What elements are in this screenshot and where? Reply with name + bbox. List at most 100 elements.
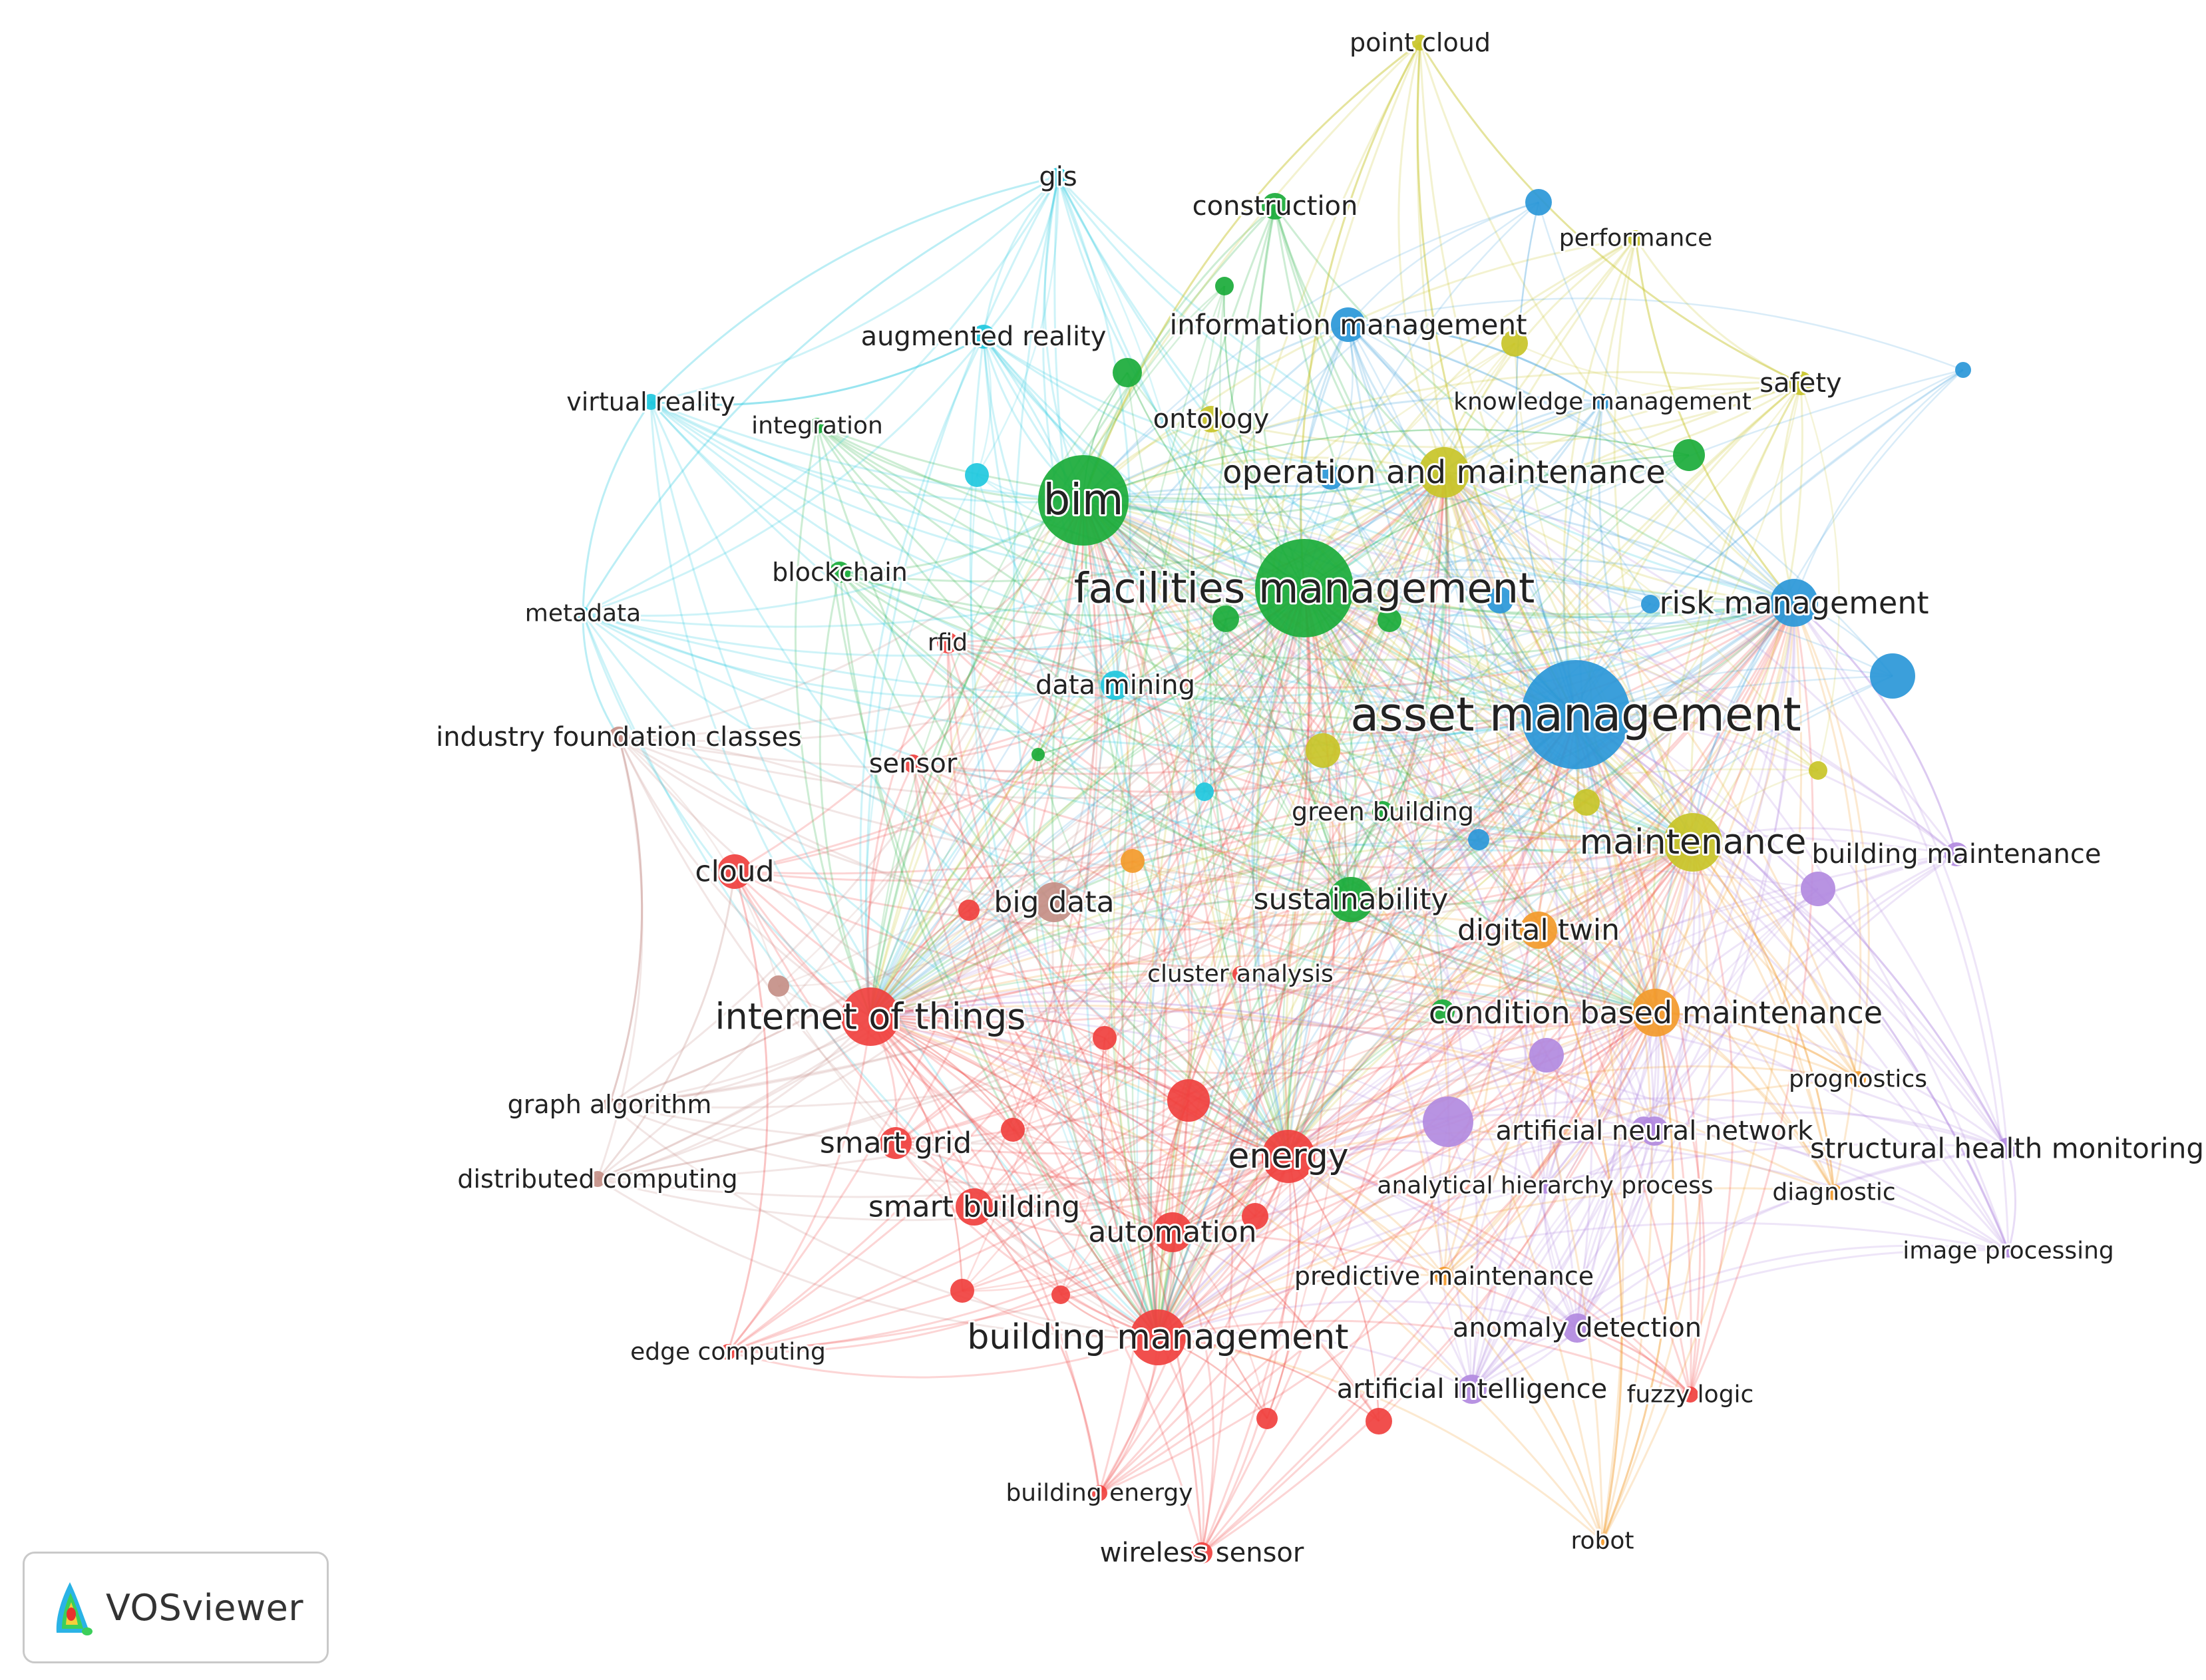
node[interactable] xyxy=(950,1279,974,1303)
node[interactable] xyxy=(1682,1387,1698,1403)
node[interactable] xyxy=(1038,455,1129,546)
node[interactable] xyxy=(1093,1026,1117,1050)
node[interactable] xyxy=(1113,358,1142,387)
node[interactable] xyxy=(904,755,922,773)
node[interactable] xyxy=(1101,671,1130,700)
node[interactable] xyxy=(1870,653,1915,699)
node[interactable] xyxy=(576,607,590,620)
node[interactable] xyxy=(1487,587,1513,613)
node[interactable] xyxy=(1563,1313,1592,1343)
node[interactable] xyxy=(1789,371,1813,395)
node[interactable] xyxy=(972,325,996,349)
node[interactable] xyxy=(603,1098,616,1111)
node[interactable] xyxy=(2002,1244,2015,1258)
node[interactable] xyxy=(1468,829,1489,850)
node[interactable] xyxy=(1212,605,1239,632)
node[interactable] xyxy=(1319,466,1343,490)
node[interactable] xyxy=(1378,608,1401,632)
node[interactable] xyxy=(1049,168,1067,186)
node[interactable] xyxy=(1372,801,1393,822)
edge xyxy=(870,588,1306,1018)
node[interactable] xyxy=(1529,1038,1564,1073)
node[interactable] xyxy=(1262,1130,1315,1183)
node[interactable] xyxy=(1262,193,1288,220)
node[interactable] xyxy=(1628,230,1644,246)
node[interactable] xyxy=(768,975,789,997)
edge xyxy=(1157,602,1795,1339)
edge xyxy=(1443,472,1506,1277)
node[interactable] xyxy=(1801,872,1835,906)
node[interactable] xyxy=(1091,1485,1107,1501)
node[interactable] xyxy=(1996,1138,2018,1159)
edge xyxy=(1447,1120,1655,1143)
node[interactable] xyxy=(1051,1285,1070,1304)
node[interactable] xyxy=(1198,406,1224,432)
node[interactable] xyxy=(1256,1408,1278,1429)
edge xyxy=(1288,1155,1692,1396)
node[interactable] xyxy=(1664,813,1722,872)
edge xyxy=(1514,342,1801,391)
node[interactable] xyxy=(1306,733,1340,768)
node[interactable] xyxy=(1641,595,1660,613)
node[interactable] xyxy=(1573,789,1600,816)
node[interactable] xyxy=(1850,1071,1866,1087)
node[interactable] xyxy=(1031,748,1045,761)
node[interactable] xyxy=(1435,1267,1453,1285)
edge xyxy=(869,1015,1101,1494)
node[interactable] xyxy=(937,632,958,653)
node[interactable] xyxy=(1594,1533,1610,1549)
edge xyxy=(609,1011,1656,1145)
edge xyxy=(734,587,1306,873)
node[interactable] xyxy=(1255,539,1354,637)
node[interactable] xyxy=(1366,1408,1392,1434)
node[interactable] xyxy=(1457,1375,1487,1404)
node[interactable] xyxy=(880,1127,912,1159)
node[interactable] xyxy=(1826,1184,1842,1200)
node[interactable] xyxy=(1034,882,1074,922)
node[interactable] xyxy=(1521,660,1630,769)
edge xyxy=(1655,1011,1859,1081)
node[interactable] xyxy=(956,1188,993,1226)
node[interactable] xyxy=(1673,439,1705,471)
node[interactable] xyxy=(965,463,989,487)
edge xyxy=(1107,860,1159,1338)
node[interactable] xyxy=(1331,307,1366,342)
node[interactable] xyxy=(1215,277,1234,295)
node[interactable] xyxy=(1770,579,1818,627)
node[interactable] xyxy=(809,418,825,434)
node[interactable] xyxy=(1167,1079,1210,1122)
node[interactable] xyxy=(1001,1118,1025,1142)
node[interactable] xyxy=(1525,189,1552,216)
node[interactable] xyxy=(643,394,659,410)
node[interactable] xyxy=(1419,447,1469,498)
node[interactable] xyxy=(1501,330,1528,357)
node[interactable] xyxy=(608,727,630,748)
node[interactable] xyxy=(829,562,850,583)
node[interactable] xyxy=(841,987,900,1046)
node[interactable] xyxy=(1594,394,1610,410)
node[interactable] xyxy=(1520,912,1557,949)
node[interactable] xyxy=(1191,1542,1212,1564)
node[interactable] xyxy=(720,1344,736,1360)
edge xyxy=(1157,1331,1473,1391)
node[interactable] xyxy=(1130,1309,1186,1365)
node[interactable] xyxy=(1242,1203,1268,1230)
node[interactable] xyxy=(958,900,980,921)
node[interactable] xyxy=(1944,842,1968,866)
node-label: sustainability xyxy=(1254,883,1449,917)
node[interactable] xyxy=(1328,877,1374,922)
node[interactable] xyxy=(1431,999,1455,1023)
node[interactable] xyxy=(1232,966,1248,982)
node[interactable] xyxy=(1423,1096,1473,1147)
node[interactable] xyxy=(1632,989,1680,1037)
node[interactable] xyxy=(1809,761,1827,780)
node[interactable] xyxy=(590,1171,606,1187)
node[interactable] xyxy=(1195,782,1214,801)
node[interactable] xyxy=(1537,1178,1553,1194)
node[interactable] xyxy=(1412,35,1428,51)
node[interactable] xyxy=(1121,849,1145,873)
node[interactable] xyxy=(1153,1212,1193,1252)
node[interactable] xyxy=(717,854,752,889)
node[interactable] xyxy=(1955,362,1971,378)
node[interactable] xyxy=(1640,1116,1669,1146)
